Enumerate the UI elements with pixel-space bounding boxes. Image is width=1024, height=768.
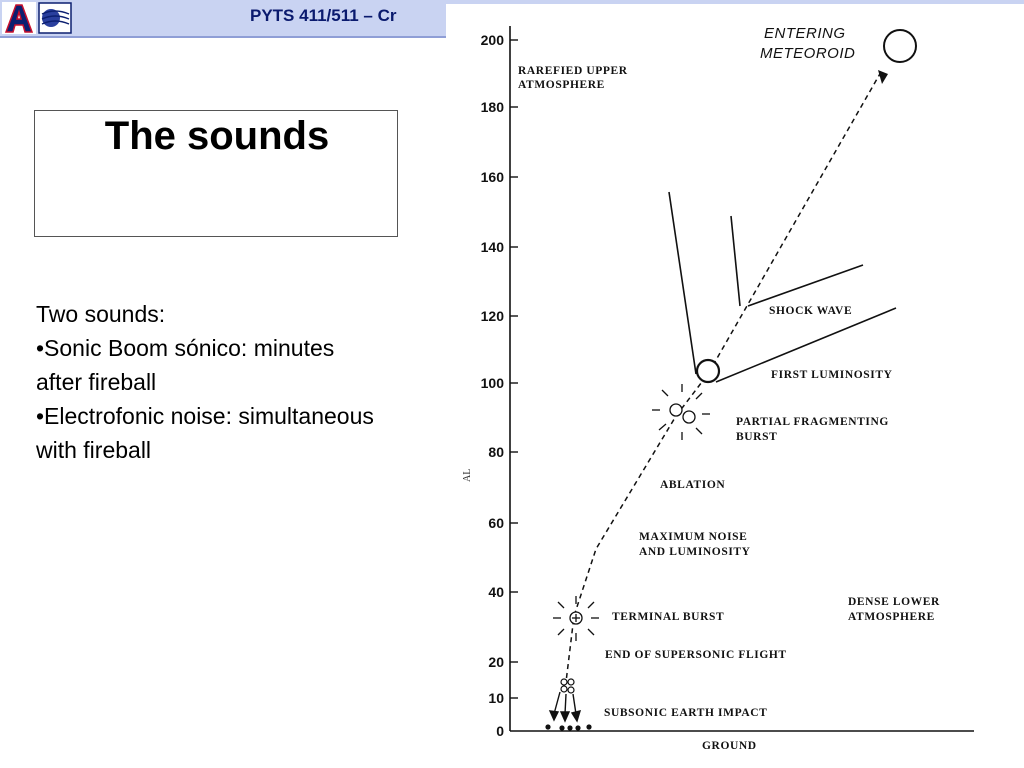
department-logo-icon: [38, 2, 72, 34]
body-line: Two sounds:: [36, 301, 166, 327]
label-partial-2: BURST: [736, 431, 777, 443]
label-entering: ENTERING: [764, 25, 846, 42]
body-line: •Sonic Boom sónico: minutes: [36, 335, 335, 361]
label-ablation: ABLATION: [660, 479, 725, 491]
first-luminosity-circle-icon: [695, 358, 721, 384]
y-tick-label: 80: [488, 444, 504, 460]
y-tick-label: 180: [481, 99, 505, 115]
label-first-luminosity: FIRST LUMINOSITY: [771, 369, 893, 381]
trajectory-path: [565, 71, 882, 683]
y-tick-label: 10: [488, 690, 504, 706]
label-dense-1: DENSE LOWER: [848, 596, 940, 608]
y-tick-label: 200: [481, 32, 505, 48]
body-line: with fireball: [36, 437, 152, 463]
label-end-supersonic: END OF SUPERSONIC FLIGHT: [605, 649, 787, 661]
label-rarefied-1: RAREFIED UPPER: [518, 65, 628, 77]
meteoroid-circle-icon: [883, 29, 917, 63]
impact-arrows: [548, 691, 582, 723]
y-tick-label: 60: [488, 515, 504, 531]
y-axis-label-fragment: AL: [462, 469, 473, 482]
label-ground: GROUND: [702, 740, 757, 752]
y-tick-label: 0: [496, 723, 504, 739]
y-tick-label: 40: [488, 584, 504, 600]
impact-dots: [545, 724, 592, 731]
y-tick-label: 120: [481, 308, 505, 324]
y-tick-label: 20: [488, 654, 504, 670]
label-rarefied-2: ATMOSPHERE: [518, 79, 605, 91]
label-dense-2: ATMOSPHERE: [848, 611, 935, 623]
slide-body: Two sounds: •Sonic Boom sónico: minutes …: [36, 297, 466, 467]
label-terminal-burst: TERMINAL BURST: [612, 611, 724, 623]
label-meteoroid: METEOROID: [760, 45, 855, 62]
label-shock-wave: SHOCK WAVE: [769, 305, 852, 317]
body-line: •Electrofonic noise: simultaneous: [36, 403, 374, 429]
shock-wave-lines: [668, 191, 897, 383]
body-line: after fireball: [36, 369, 157, 395]
label-max-noise-1: MAXIMUM NOISE: [639, 531, 747, 543]
terminal-burst-icon: [553, 596, 599, 641]
title-box: [34, 110, 398, 237]
slide-title: The sounds: [104, 114, 330, 158]
label-partial-1: PARTIAL FRAGMENTING: [736, 416, 889, 428]
y-tick-label: 160: [481, 169, 505, 185]
fragments-icon: [560, 678, 575, 694]
y-tick-label: 140: [481, 239, 505, 255]
course-title: PYTS 411/511 – Cr: [250, 6, 397, 25]
trajectory-arrow-icon: [878, 70, 888, 84]
meteoroid-diagram: 200 180 160 140 120 100 80 60 40 20 10 0…: [446, 4, 1024, 768]
label-subsonic-impact: SUBSONIC EARTH IMPACT: [604, 707, 767, 719]
y-axis-ticks: [510, 39, 518, 699]
partial-burst-icon: [652, 384, 710, 440]
label-max-noise-2: AND LUMINOSITY: [639, 546, 751, 558]
university-logo-icon: [2, 2, 36, 34]
y-tick-label: 100: [481, 375, 505, 391]
